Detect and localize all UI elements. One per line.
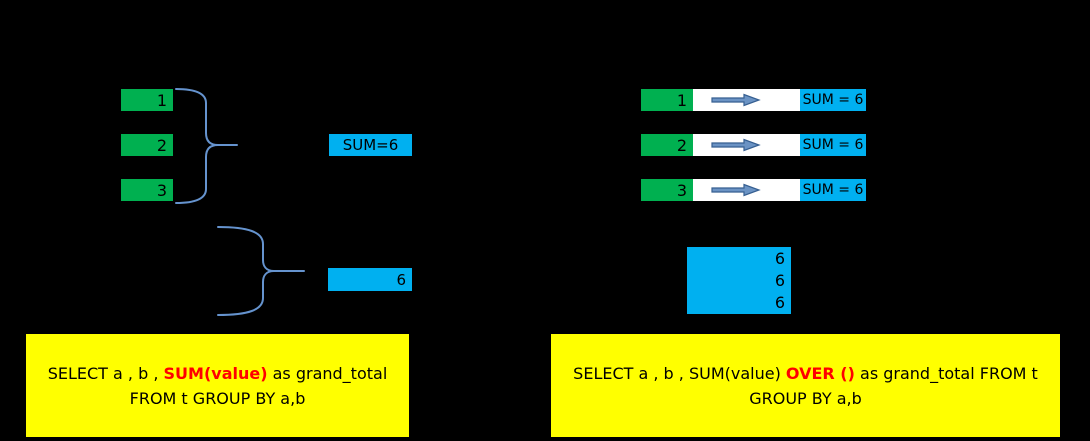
left-sql-line1: SELECT a , b , SUM(value) as grand_total [48,361,388,386]
left-sql-line1-pre: SELECT a , b , [47,363,164,383]
right-row-band [693,134,800,156]
left-group-value-box: 3 [121,179,173,201]
right-sql-line1-pre: SELECT a , b , SUM(value) [573,363,786,383]
left-sum-result-label: SUM=6 [342,136,399,154]
left-grand-total-box: 6 [328,268,412,291]
left-sql-line1-post: as grand_total [267,363,388,383]
left-group-value: 1 [156,90,167,110]
right-group-value-box: 2 [641,134,693,156]
left-sql-highlight: SUM(value) [163,363,268,383]
right-sql-line1-post: as grand_total FROM t [854,363,1038,383]
right-grand-total-box: 6 6 6 [687,247,791,314]
right-sql-line2: GROUP BY a,b [749,388,862,408]
right-sql-line1: SELECT a , b , SUM(value) OVER () as gra… [573,361,1038,386]
right-group-value: 3 [676,180,687,200]
right-grand-total-value: 6 [774,270,785,290]
left-group-value-box: 1 [121,89,173,111]
left-sql-caption: SELECT a , b , SUM(value) as grand_total… [26,334,409,437]
left-group-value: 2 [156,135,167,155]
right-sum-result-label: SUM = 6 [802,137,864,153]
right-group-value-box: 3 [641,179,693,201]
right-grand-total-value: 6 [774,248,785,268]
right-arrow-icon [711,138,761,152]
right-group-value-box: 1 [641,89,693,111]
left-grand-total-value: 6 [396,270,406,289]
right-group-value: 2 [676,135,687,155]
right-sum-result-box: SUM = 6 [800,179,866,201]
right-sum-result-box: SUM = 6 [800,89,866,111]
left-sql-line2: FROM t GROUP BY a,b [129,388,306,408]
right-row-band [693,89,800,111]
right-arrow-icon [711,183,761,197]
right-group-value: 1 [676,90,687,110]
right-row-band [693,179,800,201]
right-sql-highlight: OVER () [785,363,855,383]
left-sum-result-box: SUM=6 [329,134,412,156]
right-arrow-icon [711,93,761,107]
right-sql-caption: SELECT a , b , SUM(value) OVER () as gra… [551,334,1060,437]
right-grand-total-value: 6 [774,292,785,312]
left-group-value: 3 [156,180,167,200]
curly-brace-icon [175,88,238,204]
left-group-value-box: 2 [121,134,173,156]
right-sum-result-label: SUM = 6 [802,182,864,198]
right-sum-result-box: SUM = 6 [800,134,866,156]
curly-brace-icon [217,226,305,316]
right-sum-result-label: SUM = 6 [802,92,864,108]
